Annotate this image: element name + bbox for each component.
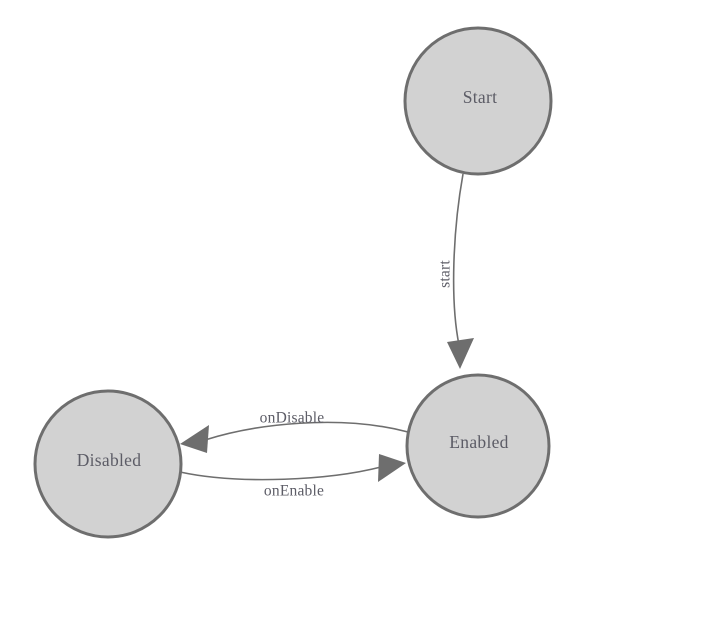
node-start-circle — [403, 26, 553, 176]
edge-on-enable-arrowhead — [378, 454, 406, 482]
edge-on-disable-path — [204, 421, 409, 441]
edge-start-label: start — [437, 260, 454, 288]
node-enabled-circle — [405, 373, 551, 519]
edge-on-enable-path — [179, 466, 382, 481]
node-enabled-label: Enabled — [449, 432, 508, 452]
node-disabled-label: Disabled — [77, 450, 142, 470]
node-disabled[interactable]: Disabled — [33, 389, 183, 539]
edge-on-enable[interactable]: onEnable — [179, 454, 406, 500]
edge-start[interactable]: start — [437, 173, 474, 369]
node-disabled-circle — [33, 389, 183, 539]
edge-on-disable-arrowhead — [180, 425, 209, 453]
edge-start-arrowhead — [447, 338, 474, 369]
edge-on-disable-label: onDisable — [260, 410, 325, 427]
node-enabled[interactable]: Enabled — [405, 373, 551, 519]
node-start[interactable]: Start — [403, 26, 553, 176]
node-start-label: Start — [463, 87, 498, 107]
edge-start-path — [452, 173, 464, 346]
edge-on-enable-label: onEnable — [264, 483, 324, 500]
edge-on-disable[interactable]: onDisable — [180, 410, 409, 453]
